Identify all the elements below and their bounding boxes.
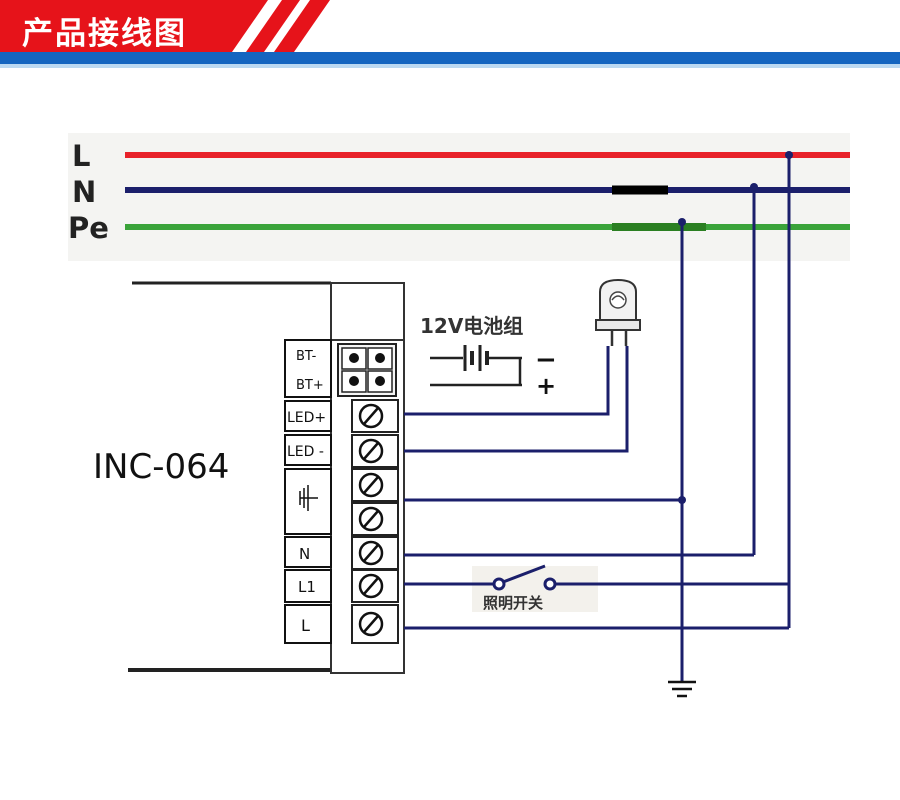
label-box-led-minus: [284, 434, 332, 466]
battery-minus-sign: −: [535, 345, 557, 375]
battery-icon: [430, 345, 522, 387]
screw-icon: [351, 569, 399, 603]
label-box-l1: [284, 569, 332, 603]
wire-led-minus: [404, 346, 629, 453]
junction-dot-pe: [678, 218, 686, 226]
label-box-ground: [284, 468, 332, 535]
header-banner: 产品接线图: [0, 0, 900, 70]
battery-label: 12V电池组: [420, 314, 523, 338]
title-banner: [0, 0, 268, 52]
ground-icon: [668, 680, 696, 698]
page-title: 产品接线图: [22, 16, 187, 52]
bus-label-l: L: [72, 139, 90, 173]
screw-terminals: [351, 399, 399, 644]
terminal-label-l: L: [301, 616, 310, 635]
banner-stripe-2: [274, 0, 330, 52]
screw-icon: [351, 399, 399, 433]
terminal-wires: [404, 346, 789, 630]
switch-label: 照明开关: [483, 594, 543, 612]
battery-plus-sign: +: [536, 372, 556, 400]
terminal-label-bt-minus: BT-: [296, 349, 317, 364]
terminal-label-boxes: [284, 339, 332, 644]
bt-connector: [337, 343, 397, 397]
screw-icon: [351, 604, 399, 644]
header-blue-bar: [0, 52, 900, 64]
label-box-n: [284, 536, 332, 568]
terminal-label-led-minus: LED -: [287, 444, 324, 460]
terminal-label-l1: L1: [298, 578, 316, 596]
banner-stripe-1: [246, 0, 300, 52]
switch-background: [472, 566, 598, 612]
label-box-l: [284, 604, 332, 644]
header-graphic: [0, 0, 900, 68]
terminal-label-n: N: [299, 545, 310, 563]
wire-led-plus: [404, 346, 610, 416]
junction-dot-n: [750, 183, 758, 191]
junction-dot-l: [785, 151, 793, 159]
bus-label-pe: Pe: [68, 211, 109, 245]
junction-dot-ground: [678, 496, 686, 504]
bus-label-n: N: [72, 175, 96, 209]
screw-icon: [351, 434, 399, 468]
earth-symbol-icon: [299, 485, 318, 511]
label-box-led-plus: [284, 400, 332, 432]
screw-icon: [351, 468, 399, 502]
terminal-label-led-plus: LED+: [287, 410, 326, 426]
header-rule: [0, 64, 900, 68]
screw-icon: [351, 536, 399, 570]
label-box-bt: [284, 339, 332, 398]
terminal-label-bt-plus: BT+: [296, 378, 324, 393]
screw-icon: [351, 502, 399, 536]
device-name: INC-064: [93, 447, 229, 487]
lamp-icon: [595, 278, 641, 346]
switch-icon: [404, 564, 600, 591]
